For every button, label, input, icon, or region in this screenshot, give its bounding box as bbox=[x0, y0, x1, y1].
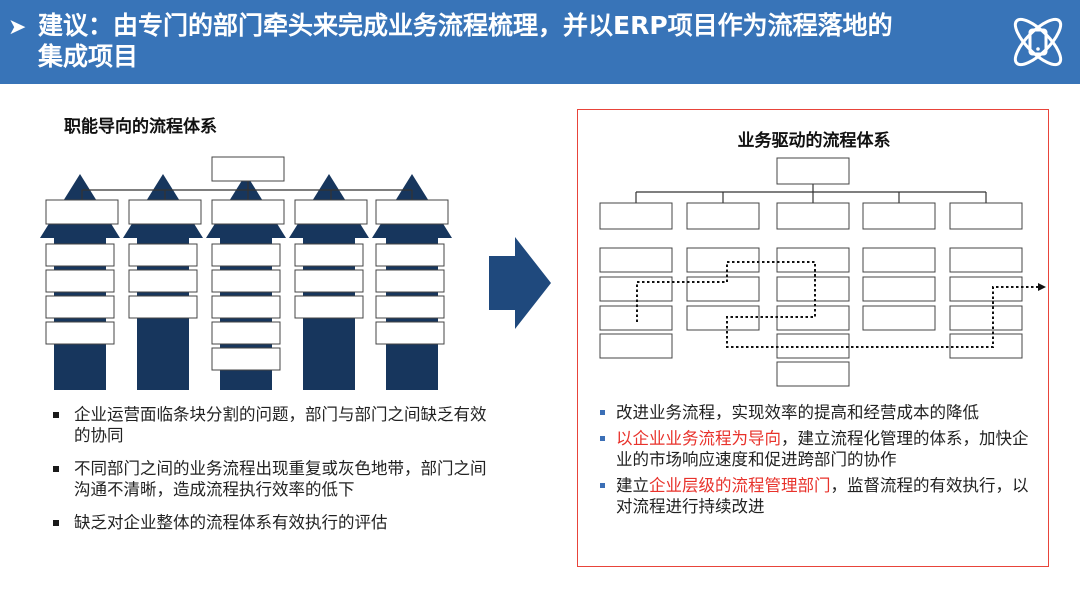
left-bullet-item: 企业运营面临条块分割的问题，部门与部门之间缺乏有效的协同 bbox=[52, 404, 490, 446]
left-sub-box bbox=[128, 269, 198, 293]
right-dept-box-4 bbox=[862, 202, 936, 230]
left-org-lines bbox=[81, 181, 413, 200]
right-sub-box bbox=[862, 247, 936, 273]
page-title: 建议：由专门的部门牵头来完成业务流程梳理，并以ERP项目作为流程落地的 集成项目 bbox=[38, 10, 998, 72]
right-dept-box-2 bbox=[686, 202, 760, 230]
left-sub-box bbox=[211, 321, 281, 345]
right-sub-box bbox=[776, 276, 850, 302]
right-bullet-item: 以企业业务流程为导向，建立流程化管理的体系，加快企业的市场响应速度和促进跨部门的… bbox=[598, 428, 1044, 470]
left-bullet-item: 不同部门之间的业务流程出现重复或灰色地带，部门之间沟通不清晰，造成流程执行效率的… bbox=[52, 458, 490, 500]
right-sub-box bbox=[776, 361, 850, 387]
left-sub-box bbox=[294, 243, 364, 267]
right-sub-box bbox=[949, 247, 1023, 273]
right-diagram-title: 业务驱动的流程体系 bbox=[737, 131, 891, 151]
right-org-boxes bbox=[599, 157, 1023, 387]
left-sub-box bbox=[45, 321, 115, 345]
left-sub-box bbox=[211, 243, 281, 267]
bullet-text: 建立 bbox=[616, 476, 649, 495]
cross-dept-flow-line bbox=[636, 261, 1038, 348]
left-sub-box bbox=[45, 295, 115, 319]
left-sub-box bbox=[211, 295, 281, 319]
left-sub-box bbox=[294, 269, 364, 293]
bullet-highlight: 以企业业务流程为导向 bbox=[616, 429, 781, 448]
right-sub-box bbox=[686, 247, 760, 273]
bullet-text: ，监督流程的有效执行，以对流程进行持续改进 bbox=[616, 476, 1029, 516]
right-bullet-list: 改进业务流程，实现效率的提高和经营成本的降低 以企业业务流程为导向，建立流程化管… bbox=[598, 402, 1044, 522]
left-diagram-title: 职能导向的流程体系 bbox=[64, 117, 217, 137]
page-title-line-2: 集成项目 bbox=[38, 42, 139, 71]
right-sub-box bbox=[599, 247, 673, 273]
right-panel-frame bbox=[577, 109, 1049, 567]
left-sub-box bbox=[375, 321, 445, 345]
page-title-line-1: 建议：由专门的部门牵头来完成业务流程梳理，并以ERP项目作为流程落地的 bbox=[38, 11, 893, 40]
right-sub-box bbox=[599, 333, 673, 359]
left-bullet-item: 缺乏对企业整体的流程体系有效执行的评估 bbox=[52, 512, 490, 533]
left-sub-box bbox=[375, 295, 445, 319]
left-org-boxes bbox=[45, 156, 449, 371]
right-org-lines bbox=[635, 184, 987, 203]
bullet-text: 改进业务流程，实现效率的提高和经营成本的降低 bbox=[616, 403, 979, 422]
right-sub-box bbox=[686, 305, 760, 331]
left-sub-box bbox=[375, 269, 445, 293]
left-sub-box bbox=[45, 243, 115, 267]
left-dept-box-1 bbox=[45, 199, 119, 225]
right-bullet-item: 建立企业层级的流程管理部门，监督流程的有效执行，以对流程进行持续改进 bbox=[598, 475, 1044, 517]
right-top-box bbox=[776, 157, 850, 185]
left-sub-box bbox=[45, 269, 115, 293]
right-dept-box-1 bbox=[599, 202, 673, 230]
header-bar: ➤ 建议：由专门的部门牵头来完成业务流程梳理，并以ERP项目作为流程落地的 集成… bbox=[0, 0, 1080, 84]
right-dept-box-3 bbox=[776, 202, 850, 230]
right-sub-box bbox=[599, 276, 673, 302]
left-dept-box-4 bbox=[294, 199, 368, 225]
right-sub-box bbox=[686, 276, 760, 302]
right-dept-box-5 bbox=[949, 202, 1023, 230]
bullet-highlight: 企业层级的流程管理部门 bbox=[649, 476, 831, 495]
left-bullet-list: 企业运营面临条块分割的问题，部门与部门之间缺乏有效的协同 不同部门之间的业务流程… bbox=[52, 404, 490, 545]
left-sub-box bbox=[128, 243, 198, 267]
left-dept-box-5 bbox=[375, 199, 449, 225]
right-sub-box bbox=[949, 276, 1023, 302]
left-sub-box bbox=[375, 243, 445, 267]
flow-arrow-icon bbox=[1038, 283, 1046, 291]
left-sub-box bbox=[294, 295, 364, 319]
right-sub-box bbox=[776, 247, 850, 273]
bullet-text: ，建立流程化管理的体系，加快企业的市场响应速度和促进跨部门的协作 bbox=[616, 429, 1029, 469]
right-bullet-item: 改进业务流程，实现效率的提高和经营成本的降低 bbox=[598, 402, 1044, 423]
left-dept-box-2 bbox=[128, 199, 202, 225]
left-top-box bbox=[211, 156, 285, 182]
right-arrow-icon bbox=[489, 237, 551, 329]
left-dept-box-3 bbox=[211, 199, 285, 225]
right-sub-box bbox=[862, 305, 936, 331]
left-sub-box bbox=[211, 269, 281, 293]
right-sub-box bbox=[862, 276, 936, 302]
left-sub-box bbox=[128, 295, 198, 319]
right-sub-box bbox=[949, 305, 1023, 331]
chevron-right-icon: ➤ bbox=[8, 15, 27, 40]
atom-phone-icon bbox=[1013, 17, 1063, 67]
left-sub-box bbox=[211, 347, 281, 371]
